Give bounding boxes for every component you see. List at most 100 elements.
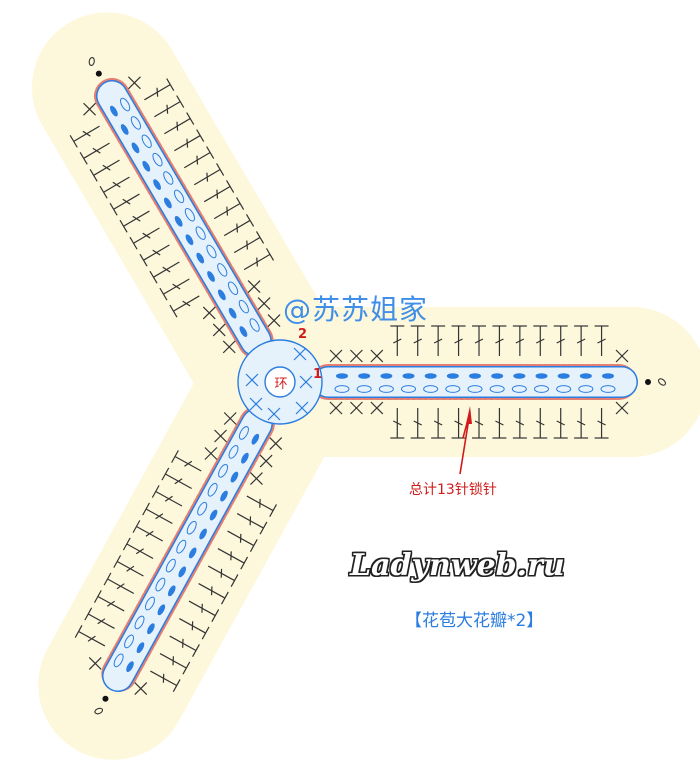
double-crochet-symbol [512, 408, 527, 439]
double-crochet-symbol [217, 548, 249, 570]
chain-stitch-filled [557, 373, 570, 379]
single-crochet-symbol [329, 349, 343, 363]
chain-stitch-open [217, 263, 228, 277]
single-crochet-symbol [257, 297, 271, 310]
ring-single-crochet-symbol [295, 401, 309, 415]
double-crochet-symbol [492, 408, 507, 439]
chain-stitch-open [184, 207, 195, 222]
chain-tube-lower-left [103, 409, 272, 691]
single-crochet-symbol [350, 349, 363, 363]
chain-stitch-filled [209, 509, 218, 521]
chain-stitch-filled [535, 373, 548, 379]
double-crochet-symbol [512, 325, 527, 356]
chain-stitch-filled [188, 547, 197, 559]
chain-stitch-filled [336, 373, 348, 379]
double-crochet-symbol [615, 349, 629, 363]
slip-stitch-dot [645, 379, 651, 385]
chain-stitch-open [141, 134, 152, 149]
double-crochet-symbol [431, 325, 446, 356]
chain-stitch-open [197, 501, 208, 516]
tip-chain-oval [94, 707, 104, 715]
double-crochet-symbol [150, 670, 181, 692]
double-crochet-symbol [69, 125, 100, 148]
double-crochet-symbol [213, 197, 245, 220]
chain-stitch-filled [126, 661, 134, 673]
double-crochet-symbol [127, 76, 141, 90]
double-crochet-symbol [174, 129, 205, 152]
double-crochet-symbol [246, 495, 278, 517]
chain-stitch-filled [167, 585, 176, 597]
chain-stitch-open [195, 226, 206, 240]
double-crochet-symbol [154, 95, 185, 118]
single-crochet-symbol [223, 412, 237, 425]
petal-bodies [94, 78, 640, 694]
double-crochet-symbol [553, 408, 568, 439]
double-crochet-symbol [149, 261, 180, 284]
double-crochet-symbol [390, 325, 405, 356]
diagram-caption: 【花苞大花瓣*2】 [405, 611, 544, 631]
double-crochet-symbol [207, 565, 239, 587]
chain-stitch-filled [241, 452, 249, 464]
chain-stitch-filled [174, 215, 183, 227]
ring-single-crochet-symbol [293, 347, 307, 361]
chain-stitch-open [218, 463, 229, 478]
chain-stitch-filled [142, 160, 151, 172]
chain-stitch-open [228, 445, 239, 459]
double-crochet-symbol [99, 176, 130, 199]
chain-stitch-open [578, 385, 594, 393]
double-crochet-symbol [151, 485, 183, 507]
chain-stitch-open [173, 189, 185, 204]
chain-stitch-filled [147, 623, 155, 635]
double-crochet-symbol [74, 625, 106, 647]
chain-stitch-filled [402, 373, 415, 379]
chain-stitch-open [120, 97, 131, 112]
tip-chain-oval [88, 56, 95, 67]
single-crochet-symbol [250, 472, 263, 486]
single-crochet-symbol [204, 447, 218, 460]
double-crochet-symbol [615, 401, 629, 415]
chain-stitch-filled [579, 373, 592, 379]
double-crochet-symbol [132, 520, 164, 542]
chain-stitch-open [176, 539, 187, 554]
chain-stitch-filled [217, 289, 226, 301]
double-crochet-symbol [142, 502, 173, 525]
chain-stitch-filled [469, 373, 481, 379]
single-crochet-symbol [350, 401, 363, 415]
chain-stitch-filled [424, 373, 437, 379]
double-crochet-symbol [594, 408, 609, 439]
double-crochet-symbol [161, 467, 192, 490]
chain-stitch-filled [230, 471, 239, 483]
chain-stitch-open [163, 171, 174, 185]
chain-stitch-filled [251, 433, 260, 445]
double-crochet-symbol [451, 325, 466, 356]
double-crochet-symbol [169, 295, 200, 318]
chain-stitch-open [534, 385, 549, 393]
double-crochet-symbol [83, 102, 97, 116]
chain-stitch-filled [207, 271, 215, 282]
single-crochet-symbol [267, 314, 281, 327]
chain-stitch-filled [602, 373, 614, 379]
single-crochet-symbol [247, 280, 261, 294]
double-crochet-symbol [134, 682, 148, 695]
single-crochet-symbol [370, 349, 384, 363]
chain-stitch-filled [220, 490, 228, 502]
round-marker-1: 1 [313, 367, 323, 382]
chain-stitch-open [356, 385, 372, 393]
ring-single-crochet-symbol [245, 373, 259, 387]
chain-stitch-open [489, 385, 505, 393]
double-crochet-symbol [169, 635, 200, 657]
center-ring-group [237, 339, 323, 425]
chain-stitch-open [238, 426, 249, 440]
double-crochet-symbol [233, 231, 265, 254]
chain-stitch-open [249, 318, 260, 332]
chain-stitch-open [144, 596, 155, 611]
double-crochet-symbol [183, 146, 215, 169]
ring-single-crochet-symbol [267, 407, 281, 421]
double-crochet-symbol [574, 325, 589, 356]
chain-stitch-filled [110, 105, 118, 117]
double-crochet-symbol [533, 408, 548, 439]
chain-stitch-open [155, 577, 166, 592]
double-crochet-symbol [179, 618, 210, 640]
chain-stitch-filled [131, 142, 140, 154]
